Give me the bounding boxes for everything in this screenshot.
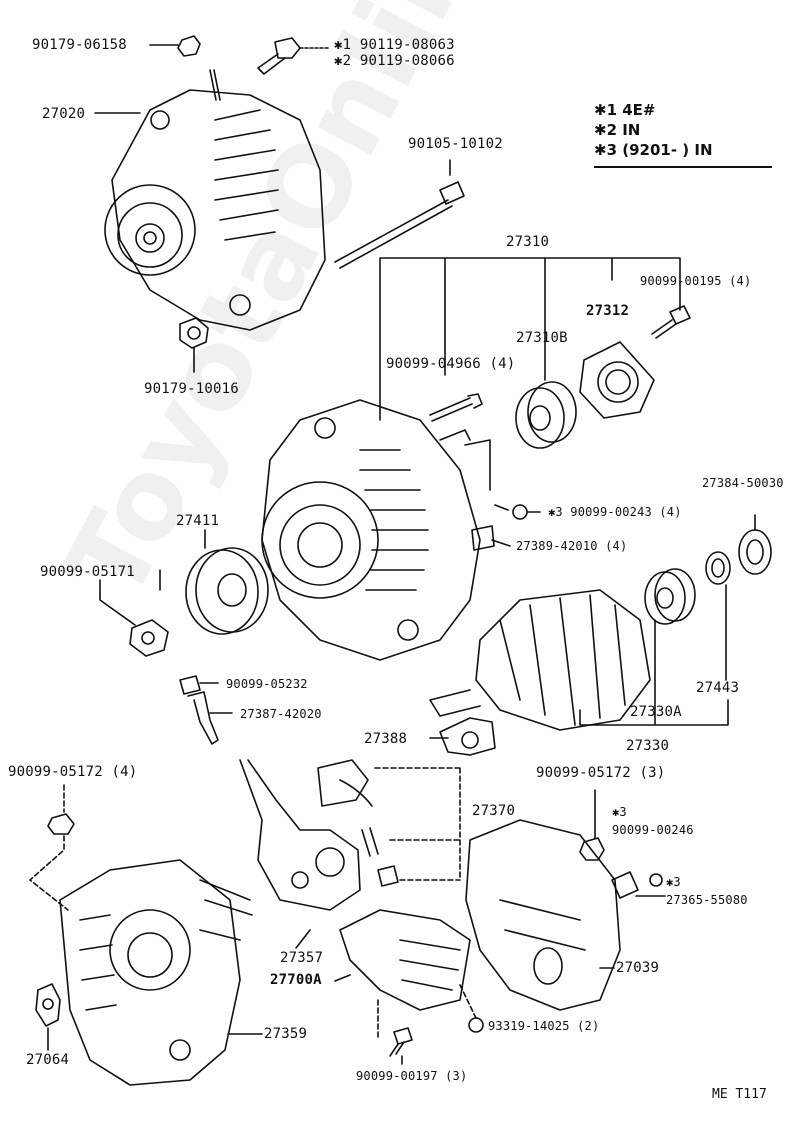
label-27365-55080: 27365-55080	[666, 893, 748, 907]
label-27064: 27064	[26, 1052, 70, 1068]
label-27700a: 27700A	[270, 972, 322, 988]
part-27310b-bearing	[515, 381, 577, 449]
part-90099-04966	[429, 393, 483, 422]
part-27330-rotor	[429, 589, 651, 731]
label-27384-50030: 27384-50030	[702, 476, 784, 490]
legend: ✱1 4E# ✱2 IN ✱3 (9201- ) IN	[594, 100, 772, 168]
part-27384-50030	[738, 514, 772, 575]
label-27359: 27359	[264, 1026, 308, 1042]
label-asterisk3-b: ✱3	[666, 875, 681, 889]
label-90099-05171: 90099-05171	[40, 564, 135, 580]
label-90099-00243: ✱3 90099-00243 (4)	[548, 505, 682, 519]
label-27411: 27411	[176, 513, 220, 529]
part-27365-55080	[611, 871, 666, 899]
label-27388: 27388	[364, 731, 408, 747]
label-27357: 27357	[280, 950, 324, 966]
label-90099-05232: 90099-05232	[226, 677, 308, 691]
label-90099-05172-3: 90099-05172 (3)	[536, 765, 666, 781]
label-90099-00197: 90099-00197 (3)	[356, 1069, 468, 1083]
part-27387-42020	[187, 691, 219, 745]
part-90179-06158	[149, 35, 201, 57]
part-27310-housing	[261, 399, 491, 661]
label-90119-08063: ✱1 90119-08063	[334, 37, 455, 53]
part-27389-42010	[471, 525, 495, 551]
label-90179-06158: 90179-06158	[32, 37, 127, 53]
label-27310b: 27310B	[516, 330, 568, 346]
label-27443: 27443	[696, 680, 740, 696]
label-90099-04966: 90099-04966 (4)	[386, 356, 516, 372]
label-27310: 27310	[506, 234, 550, 250]
part-27020-alternator	[94, 69, 326, 331]
diagram-code: ME T117	[712, 1087, 767, 1102]
label-93319-14025: 93319-14025 (2)	[488, 1019, 600, 1033]
legend-row-1: ✱1 4E#	[594, 101, 656, 119]
label-27039: 27039	[616, 960, 660, 976]
label-90179-10016: 90179-10016	[144, 381, 239, 397]
part-93319-14025	[459, 984, 484, 1033]
label-27330a: 27330A	[630, 704, 682, 720]
part-90099-05172-4	[29, 784, 75, 911]
group-27370-brush	[317, 759, 461, 887]
legend-divider	[594, 166, 772, 168]
part-27330a-bearing	[644, 568, 696, 625]
label-90119-08066: ✱2 90119-08066	[334, 53, 455, 69]
label-27387-42020: 27387-42020	[240, 707, 322, 721]
legend-row-3: ✱3 (9201- ) IN	[594, 141, 713, 159]
part-27411-pulley	[185, 529, 269, 635]
part-27039-cover	[465, 819, 621, 1011]
label-27389-42010: 27389-42010 (4)	[516, 539, 628, 553]
part-27388-holder	[439, 717, 496, 756]
part-27700a-regulator	[339, 909, 471, 1041]
part-27443-ring	[705, 551, 731, 681]
part-90105-10102	[334, 159, 465, 269]
label-27312: 27312	[586, 303, 630, 319]
group-27330-bracket	[579, 619, 729, 726]
part-27312-plate	[579, 341, 655, 419]
part-90119-bolt	[257, 37, 331, 75]
part-90099-05172-3	[579, 789, 605, 861]
label-asterisk3-a: ✱3	[612, 805, 627, 819]
part-90099-00195	[651, 305, 691, 339]
label-90105-10102: 90105-10102	[408, 136, 503, 152]
part-90099-05171	[99, 579, 169, 657]
label-90099-00195: 90099-00195 (4)	[640, 274, 752, 288]
part-90099-00246	[649, 873, 663, 887]
part-27064	[35, 983, 61, 1051]
part-90099-00243	[494, 504, 528, 520]
label-90099-05172-4: 90099-05172 (4)	[8, 764, 138, 780]
label-27370: 27370	[472, 803, 516, 819]
label-90099-00246: 90099-00246	[612, 823, 694, 837]
part-90099-05232	[179, 675, 201, 695]
label-27330: 27330	[626, 738, 670, 754]
part-90179-10016	[179, 317, 209, 373]
part-90099-00197	[389, 1027, 413, 1065]
legend-row-2: ✱2 IN	[594, 121, 641, 139]
part-27359-frame	[59, 859, 263, 1086]
label-27020: 27020	[42, 106, 86, 122]
part-27357-rectifier	[239, 759, 361, 911]
group-27310-bracket	[379, 257, 681, 421]
